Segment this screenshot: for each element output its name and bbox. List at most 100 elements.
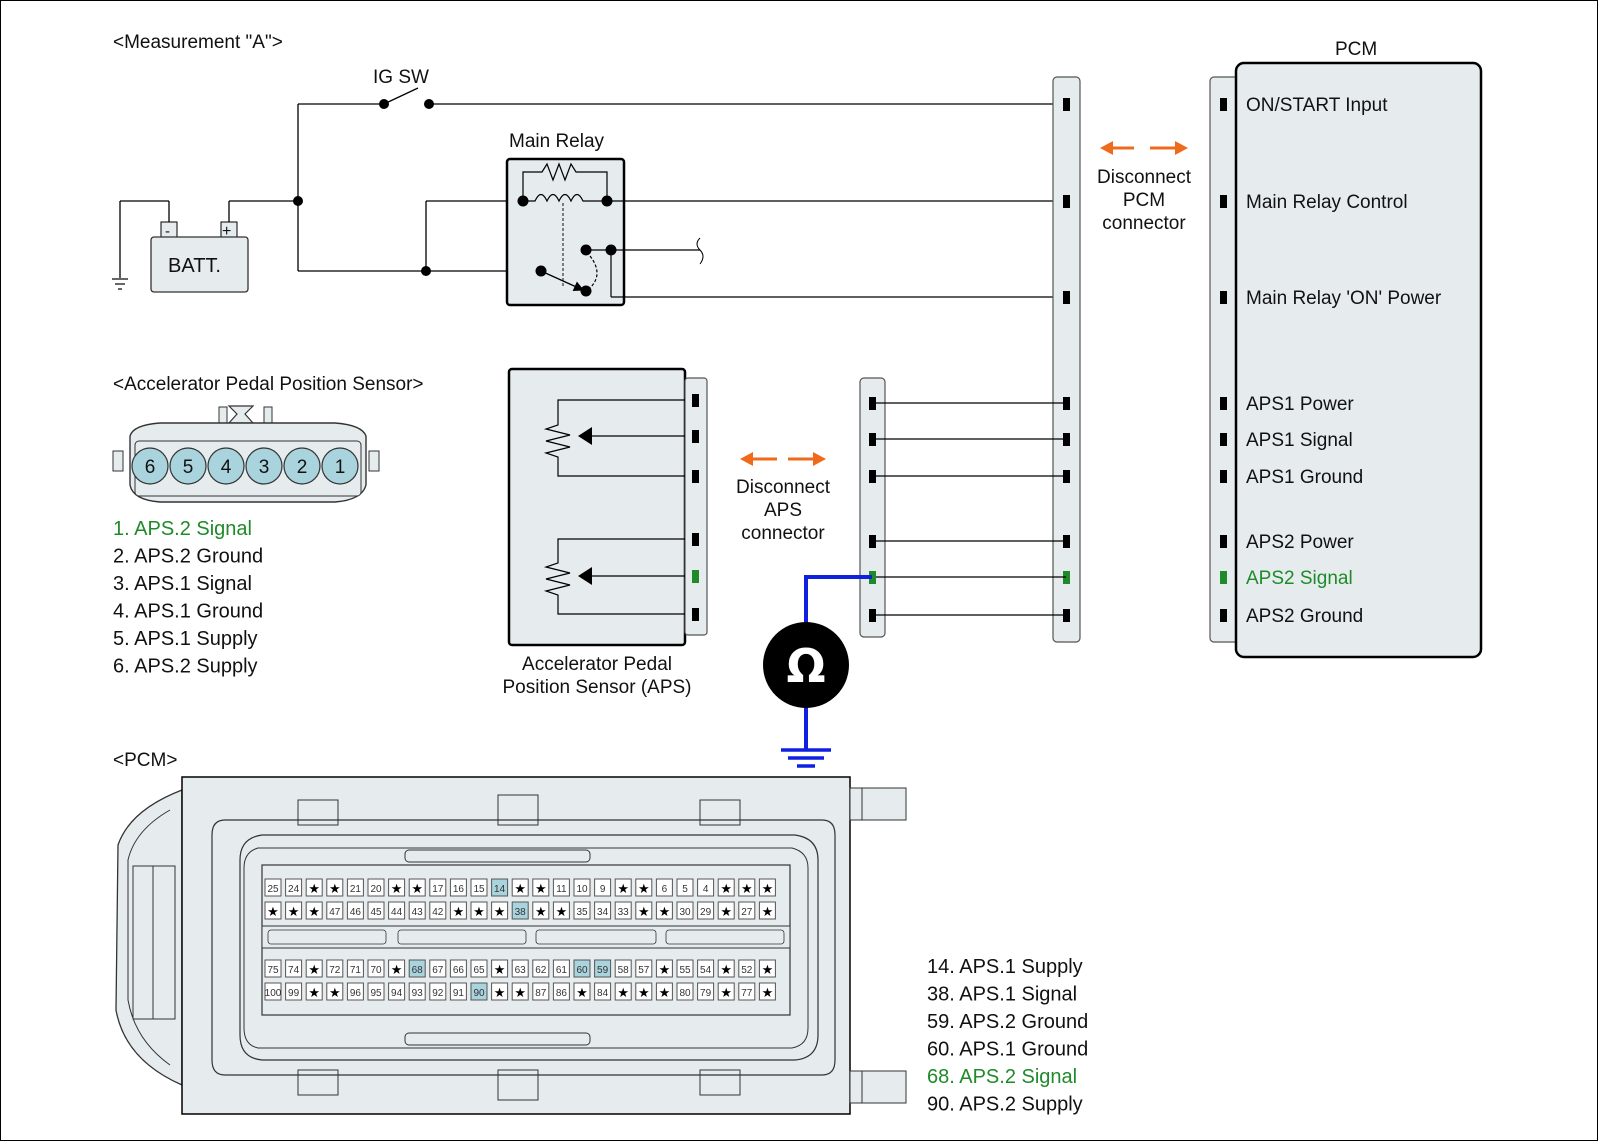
aps-pin-list-item: 5. APS.1 Supply [113,628,258,650]
pcm-pin-cell [676,982,694,1001]
aps-connector-pin [321,447,359,485]
pcm-pin-cell [676,901,694,920]
pcm-pin-number: 35 [576,907,588,918]
disconnect-aps-line1: Disconnect [736,477,831,498]
pcm-pin-number: 15 [473,884,485,895]
pcm-pin-cell [491,982,509,1001]
pcm-pin-unused-star: ★ [514,986,526,1001]
pcm-pin-number: 79 [700,988,712,999]
pcm-pin-unused-star: ★ [741,882,753,897]
harness-pin [1063,535,1070,548]
pcm-terminal-pin [1220,433,1227,446]
pcm-pin-cell [655,878,673,897]
pcm-pin-unused-star: ★ [494,986,506,1001]
aps-pin-list-item: 4. APS.1 Ground [113,601,263,623]
pcm-pin-cell [367,982,385,1001]
pcm-pin-number: 46 [350,907,362,918]
pcm-pin-cell [346,901,364,920]
pcm-pin-unused-star: ★ [535,882,547,897]
aps-sensor-pin [692,533,699,546]
harness-pin [1063,291,1070,304]
pcm-pin-unused-star: ★ [720,963,732,978]
pcm-pin-cell [738,878,756,897]
pcm-pin-cell [388,959,406,978]
pcm-pin-unused-star: ★ [720,882,732,897]
pcm-pin-unused-star: ★ [473,905,485,920]
pcm-pin-cell [635,959,653,978]
battery-pos-label: + [222,223,231,240]
pcm-pin-unused-star: ★ [391,882,403,897]
pcm-pin-cell [429,878,447,897]
pcm-pin-unused-star: ★ [329,986,341,1001]
pcm-pin-cell [346,878,364,897]
ignition-switch [298,87,1066,109]
pcm-pin-number: 20 [370,884,382,895]
pcm-pin-number: 84 [597,988,609,999]
pcm-pin-unused-star: ★ [659,905,671,920]
pcm-pin-number: 43 [412,907,424,918]
pcm-pin-number: 74 [288,965,300,976]
pcm-pin-cell [697,878,715,897]
disconnect-aps-line2: APS [764,500,802,521]
pcm-pin-number: 11 [556,884,567,895]
aps-connector-pin-number: 6 [145,457,156,478]
aps-connector-pin [283,447,321,485]
pcm-pin-number: 92 [432,988,444,999]
pcm-pin-number: 16 [453,884,465,895]
pcm-pin-cell [285,901,303,920]
pcm-pin-unused-star: ★ [391,963,403,978]
pcm-pin-number: 21 [350,884,362,895]
pcm-pin-unused-star: ★ [762,963,774,978]
pcm-pin-cell [635,878,653,897]
pcm-pin-cell [326,901,344,920]
pcm-pin-cell [470,982,488,1001]
pcm-pin-cell [573,982,591,1001]
pcm-pin-unused-star: ★ [288,905,300,920]
aps-connector-pin-number: 4 [221,457,232,478]
pcm-pin-cell [408,878,426,897]
aps-sensor-label-line2: Position Sensor (APS) [502,677,691,698]
disconnect-pcm-line2: PCM [1123,190,1165,211]
pcm-terminal-pin [1220,470,1227,483]
pcm-pin-cell [532,878,550,897]
pcm-pin-cell [614,878,632,897]
pcm-harness-connector [1052,76,1081,643]
pcm-pin-cell [758,959,776,978]
pcm-pin-number: 86 [556,988,568,999]
aps-harness-pin [869,433,876,446]
aps-connector-pin [131,447,169,485]
disconnect-aps-arrows [740,452,826,466]
pcm-pin-cell [697,901,715,920]
pcm-terminal-label: APS1 Ground [1246,467,1363,488]
aps-connector-pin-number: 5 [183,457,194,478]
aps-pin-list-item: 2. APS.2 Ground [113,546,263,568]
pcm-pin-number: 57 [638,965,650,976]
pcm-pin-number: 60 [576,965,588,976]
pcm-pin-number: 4 [703,884,709,895]
aps-connector-pin [169,447,207,485]
pcm-pin-unused-star: ★ [453,905,465,920]
aps-connector-pin-number: 2 [297,457,308,478]
pcm-pin-unused-star: ★ [494,905,506,920]
pcm-pin-unused-star: ★ [308,986,320,1001]
pcm-terminal-pin [1220,397,1227,410]
battery: - + BATT. [150,221,249,293]
aps-sensor-label-line1: Accelerator Pedal [522,654,672,675]
pcm-pin-cell [697,959,715,978]
pcm-pin-cell [367,878,385,897]
pcm-pin-cell [573,959,591,978]
aps-pin-list-item: 1. APS.2 Signal [113,518,252,540]
pcm-pin-unused-star: ★ [762,905,774,920]
pcm-pin-cell [758,901,776,920]
pcm-pin-unused-star: ★ [576,986,588,1001]
pcm-pin-number: 6 [662,884,668,895]
pcm-terminal-label: Main Relay Control [1246,192,1408,213]
main-relay [505,157,1066,307]
pcm-pin-cell [470,878,488,897]
ohm-symbol: Ω [786,639,825,693]
pcm-pin-cell [449,878,467,897]
harness-pin [1063,397,1070,410]
pcm-pin-cell [429,982,447,1001]
pcm-pin-cell [285,982,303,1001]
pcm-pin-unused-star: ★ [308,882,320,897]
